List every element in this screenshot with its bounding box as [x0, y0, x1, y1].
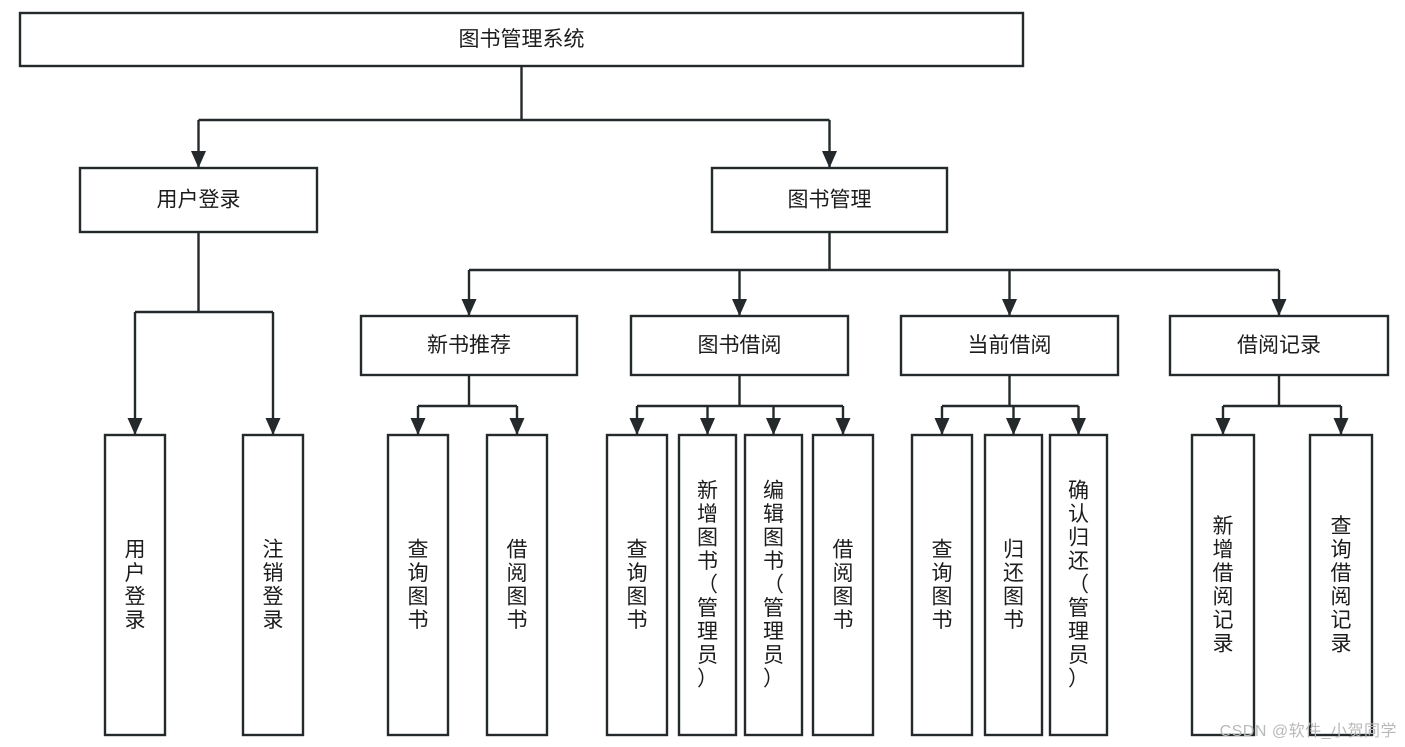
node-leaf-borrow-book-box [811, 433, 875, 737]
node-leaf-query-book-borrow[interactable]: 查询图书 [605, 433, 669, 737]
node-leaf-user-login-box [103, 433, 167, 737]
arrow-head-icon [766, 418, 781, 435]
arrow-head-icon [1271, 299, 1287, 316]
node-leaf-add-book-admin-box [677, 433, 738, 737]
arrow-head-icon [835, 418, 851, 435]
node-leaf-query-borrow-record-label: 查询借阅记录 [1331, 515, 1352, 656]
arrow-head-icon [1002, 299, 1017, 316]
arrow-head-icon [700, 418, 715, 435]
node-leaf-user-login-label: 用户登录 [125, 538, 146, 632]
node-leaf-query-book-borrow-label: 查询图书 [627, 538, 648, 632]
node-leaf-return-book-box [983, 433, 1044, 737]
arrow-head-icon [732, 299, 747, 316]
node-leaf-add-book-admin[interactable]: 新增图书（管理员） [677, 433, 738, 737]
node-user-login[interactable]: 用户登录 [78, 166, 319, 234]
arrow-head-icon [1333, 418, 1349, 435]
node-leaf-query-book-current[interactable]: 查询图书 [910, 433, 974, 737]
node-leaf-edit-book-admin[interactable]: 编辑图书（管理员） [743, 433, 804, 737]
node-root[interactable]: 图书管理系统 [18, 11, 1025, 68]
node-book-borrow[interactable]: 图书借阅 [629, 314, 850, 377]
arrow-head-icon [509, 418, 525, 435]
node-root-label: 图书管理系统 [459, 28, 585, 51]
node-user-login-label: 用户登录 [157, 189, 241, 212]
node-leaf-borrow-book-recommend[interactable]: 借阅图书 [485, 433, 549, 737]
node-book-borrow-box [629, 314, 850, 377]
node-leaf-query-borrow-record[interactable]: 查询借阅记录 [1308, 433, 1374, 737]
node-leaf-edit-book-admin-box [743, 433, 804, 737]
connector-layer [127, 66, 1349, 435]
node-leaf-query-book-recommend-label: 查询图书 [408, 538, 429, 632]
node-leaf-confirm-return-admin[interactable]: 确认归还（管理员） [1048, 433, 1109, 737]
arrow-head-icon [629, 418, 645, 435]
node-book-management-label: 图书管理 [788, 189, 872, 212]
node-leaf-user-logout[interactable]: 注销登录 [241, 433, 305, 737]
node-leaf-query-book-current-label: 查询图书 [932, 538, 953, 632]
node-leaf-query-book-recommend-box [386, 433, 450, 737]
arrow-head-icon [934, 418, 950, 435]
node-leaf-query-book-borrow-box [605, 433, 669, 737]
node-leaf-borrow-book-recommend-box [485, 433, 549, 737]
node-leaf-borrow-book[interactable]: 借阅图书 [811, 433, 875, 737]
node-borrow-record[interactable]: 借阅记录 [1168, 314, 1390, 377]
node-user-login-box [78, 166, 319, 234]
node-current-borrow-box [899, 314, 1120, 377]
node-leaf-return-book[interactable]: 归还图书 [983, 433, 1044, 737]
node-leaf-borrow-book-recommend-label: 借阅图书 [507, 538, 528, 632]
arrow-head-icon [822, 151, 837, 168]
node-leaf-borrow-book-label: 借阅图书 [833, 538, 854, 632]
arrow-head-icon [1071, 418, 1086, 435]
node-new-book-recommend-box [359, 314, 579, 377]
csdn-watermark: CSDN @软件_小贺同学 [1219, 723, 1397, 740]
node-leaf-user-logout-label: 注销登录 [263, 538, 284, 632]
node-leaf-user-logout-box [241, 433, 305, 737]
node-leaf-confirm-return-admin-label: 确认归还（管理员） [1068, 480, 1089, 691]
node-current-borrow[interactable]: 当前借阅 [899, 314, 1120, 377]
node-leaf-return-book-label: 归还图书 [1003, 538, 1024, 632]
node-layer: 图书管理系统用户登录图书管理新书推荐图书借阅当前借阅借阅记录用户登录注销登录查询… [18, 11, 1390, 737]
node-book-borrow-label: 图书借阅 [698, 334, 782, 357]
node-book-management[interactable]: 图书管理 [710, 166, 949, 234]
node-leaf-add-borrow-record[interactable]: 新增借阅记录 [1190, 433, 1256, 737]
arrow-head-icon [410, 418, 426, 435]
node-leaf-query-borrow-record-box [1308, 433, 1374, 737]
arrow-head-icon [461, 299, 477, 316]
arrow-head-icon [127, 418, 143, 435]
arrow-head-icon [1215, 418, 1231, 435]
node-leaf-query-book-recommend[interactable]: 查询图书 [386, 433, 450, 737]
node-current-borrow-label: 当前借阅 [968, 334, 1052, 357]
node-borrow-record-box [1168, 314, 1390, 377]
node-leaf-edit-book-admin-label: 编辑图书（管理员） [763, 480, 784, 691]
arrow-head-icon [191, 151, 206, 168]
node-borrow-record-label: 借阅记录 [1237, 334, 1321, 357]
node-book-management-box [710, 166, 949, 234]
node-leaf-user-login[interactable]: 用户登录 [103, 433, 167, 737]
node-leaf-add-borrow-record-box [1190, 433, 1256, 737]
node-new-book-recommend[interactable]: 新书推荐 [359, 314, 579, 377]
node-leaf-query-book-current-box [910, 433, 974, 737]
node-leaf-add-borrow-record-label: 新增借阅记录 [1213, 515, 1234, 656]
node-new-book-recommend-label: 新书推荐 [427, 334, 511, 357]
arrow-head-icon [265, 418, 281, 435]
node-leaf-add-book-admin-label: 新增图书（管理员） [697, 480, 718, 691]
arrow-head-icon [1006, 418, 1021, 435]
node-root-box [18, 11, 1025, 68]
node-leaf-confirm-return-admin-box [1048, 433, 1109, 737]
